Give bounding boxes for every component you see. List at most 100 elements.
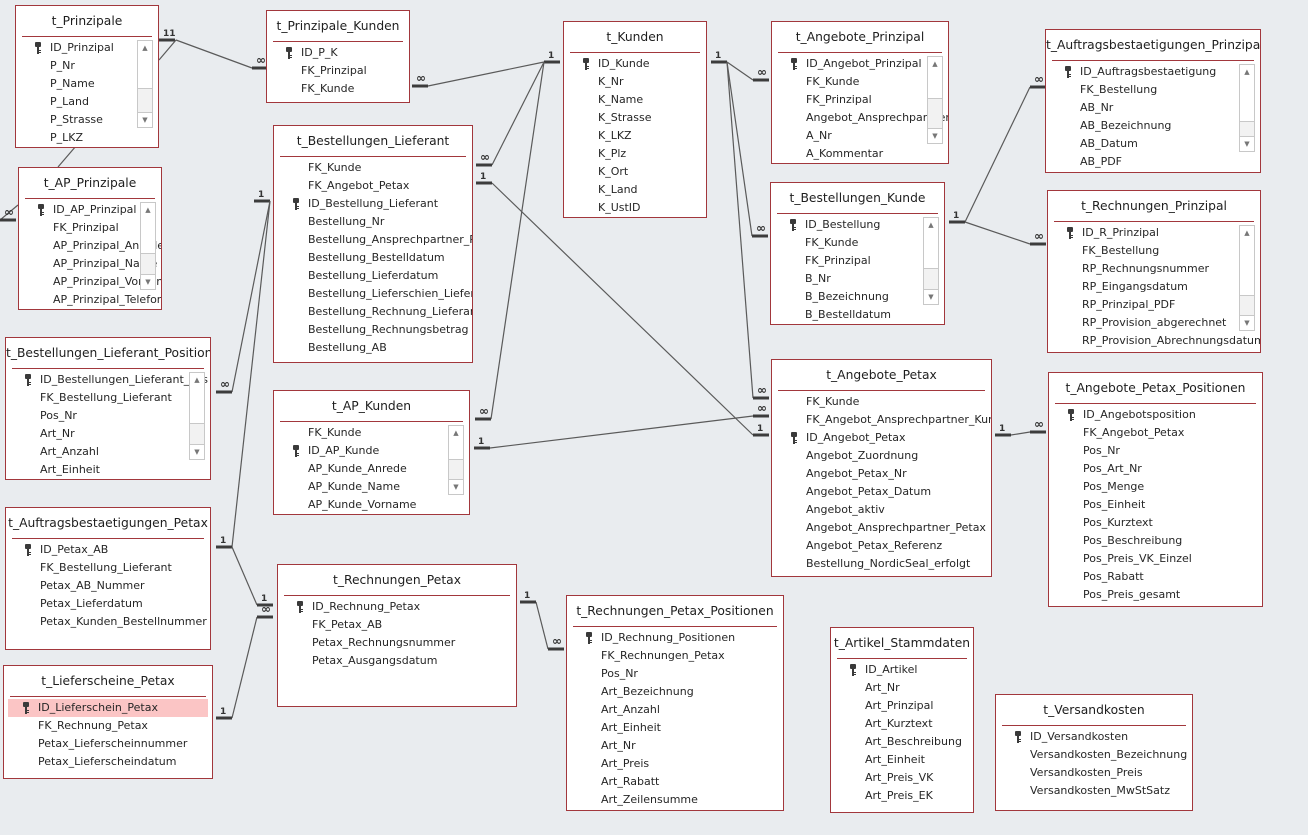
field-row[interactable]: FK_Bestellung: [1048, 242, 1260, 260]
scrollbar-thumb[interactable]: [190, 387, 204, 424]
field-row[interactable]: Angebot_Ansprechpartner_Petax: [772, 519, 991, 537]
field-row[interactable]: ID_Angebot_Petax: [772, 429, 991, 447]
field-row[interactable]: ID_Bestellung: [771, 216, 944, 234]
field-row[interactable]: Pos_Art_Nr: [1049, 460, 1262, 478]
field-row[interactable]: Art_Nr: [6, 425, 210, 443]
field-row[interactable]: FK_Kunde: [772, 73, 948, 91]
field-row[interactable]: Art_Einheit: [831, 751, 973, 769]
field-row[interactable]: ID_AP_Kunde: [274, 442, 469, 460]
relationship-line[interactable]: [726, 61, 754, 399]
field-row[interactable]: Art_Anzahl: [567, 701, 783, 719]
field-row[interactable]: K_Land: [564, 181, 706, 199]
table-title[interactable]: t_Rechnungen_Petax: [333, 573, 461, 587]
field-row[interactable]: Petax_AB_Nummer: [6, 577, 210, 595]
field-row[interactable]: AP_Kunde_Vorname: [274, 496, 469, 514]
field-row[interactable]: K_LKZ: [564, 127, 706, 145]
scrollbar-thumb[interactable]: [138, 55, 152, 89]
field-row[interactable]: A_Nr: [772, 127, 948, 145]
relationship-line[interactable]: [175, 39, 253, 69]
field-row[interactable]: ID_Bestellungen_Lieferant_Pos: [6, 371, 210, 389]
field-row[interactable]: Pos_Beschreibung: [1049, 532, 1262, 550]
field-row[interactable]: Angebot_Petax_Datum: [772, 483, 991, 501]
field-row[interactable]: P_LKZ: [16, 129, 158, 147]
field-row[interactable]: Bestellung_Bestelldatum: [274, 249, 472, 267]
field-row[interactable]: B_Nr: [771, 270, 944, 288]
field-row[interactable]: Art_Nr: [567, 737, 783, 755]
field-row[interactable]: FK_Kunde: [771, 234, 944, 252]
field-row[interactable]: Versandkosten_Preis: [996, 764, 1192, 782]
field-row[interactable]: Pos_Nr: [1049, 442, 1262, 460]
field-row[interactable]: Pos_Preis_gesamt: [1049, 586, 1262, 604]
relationship-line[interactable]: [0, 204, 19, 221]
table-title[interactable]: t_Rechnungen_Prinzipal: [1081, 199, 1227, 213]
field-row[interactable]: Art_Nr: [831, 679, 973, 697]
field-row[interactable]: Art_Zeilensumme: [567, 791, 783, 809]
relationship-line[interactable]: [964, 86, 1031, 223]
field-row[interactable]: Petax_Kunden_Bestellnummer: [6, 613, 210, 631]
field-row[interactable]: Petax_Lieferscheinnummer: [4, 735, 212, 753]
vertical-scrollbar[interactable]: ▲▼: [448, 425, 464, 495]
relationship-line[interactable]: [427, 61, 545, 87]
field-row[interactable]: Bestellung_Lieferschien_Lieferant: [274, 285, 472, 303]
scroll-up-arrow-icon[interactable]: ▲: [190, 373, 204, 388]
field-row[interactable]: Art_Preis_EK: [831, 787, 973, 805]
field-row[interactable]: FK_Petax_AB: [278, 616, 516, 634]
field-row[interactable]: K_Strasse: [564, 109, 706, 127]
field-row[interactable]: Bestellung_Lieferdatum: [274, 267, 472, 285]
field-row[interactable]: FK_Angebot_Ansprechpartner_Kunde: [772, 411, 991, 429]
field-row[interactable]: K_Plz: [564, 145, 706, 163]
field-row[interactable]: FK_Prinzipal: [267, 62, 409, 80]
relationship-line[interactable]: [231, 200, 271, 548]
field-row[interactable]: K_Ort: [564, 163, 706, 181]
table-title[interactable]: t_AP_Kunden: [331, 399, 412, 413]
field-row[interactable]: Petax_Ausgangsdatum: [278, 652, 516, 670]
field-row[interactable]: K_Nr: [564, 73, 706, 91]
table-title[interactable]: t_Bestellungen_Kunde: [789, 191, 926, 205]
field-row[interactable]: Art_Bezeichnung: [567, 683, 783, 701]
field-row[interactable]: FK_Prinzipal: [772, 91, 948, 109]
field-row[interactable]: ID_Prinzipal: [16, 39, 158, 57]
field-row[interactable]: K_Name: [564, 91, 706, 109]
field-row[interactable]: AP_Kunde_Name: [274, 478, 469, 496]
field-row[interactable]: Petax_Lieferdatum: [6, 595, 210, 613]
field-row[interactable]: Versandkosten_MwStSatz: [996, 782, 1192, 800]
field-row[interactable]: RP_Eingangsdatum: [1048, 278, 1260, 296]
field-row[interactable]: FK_Bestellung_Lieferant: [6, 559, 210, 577]
field-row[interactable]: AB_PDF: [1046, 153, 1260, 171]
field-row[interactable]: B_Bezeichnung: [771, 288, 944, 306]
field-row[interactable]: Bestellung_NordicSeal_erfolgt: [772, 555, 991, 573]
vertical-scrollbar[interactable]: ▲▼: [1239, 225, 1255, 331]
field-row[interactable]: RP_Prinzipal_PDF: [1048, 296, 1260, 314]
scrollbar-thumb[interactable]: [1240, 79, 1254, 122]
field-row[interactable]: Pos_Nr: [6, 407, 210, 425]
vertical-scrollbar[interactable]: ▲▼: [923, 217, 939, 305]
field-row[interactable]: Art_Einheit: [6, 461, 210, 479]
field-row[interactable]: Art_Einheit: [567, 719, 783, 737]
field-row[interactable]: FK_Prinzipal: [771, 252, 944, 270]
field-row[interactable]: ID_AP_Prinzipal: [19, 201, 161, 219]
relationship-line[interactable]: [57, 145, 77, 168]
field-row[interactable]: FK_Angebot_Petax: [1049, 424, 1262, 442]
scrollbar-thumb[interactable]: [141, 217, 155, 254]
field-row[interactable]: A_Kommentar: [772, 145, 948, 163]
relationship-line[interactable]: [491, 61, 545, 166]
scroll-up-arrow-icon[interactable]: ▲: [138, 41, 152, 56]
field-row[interactable]: ID_Angebotsposition: [1049, 406, 1262, 424]
field-row[interactable]: ID_Rechnung_Positionen: [567, 629, 783, 647]
